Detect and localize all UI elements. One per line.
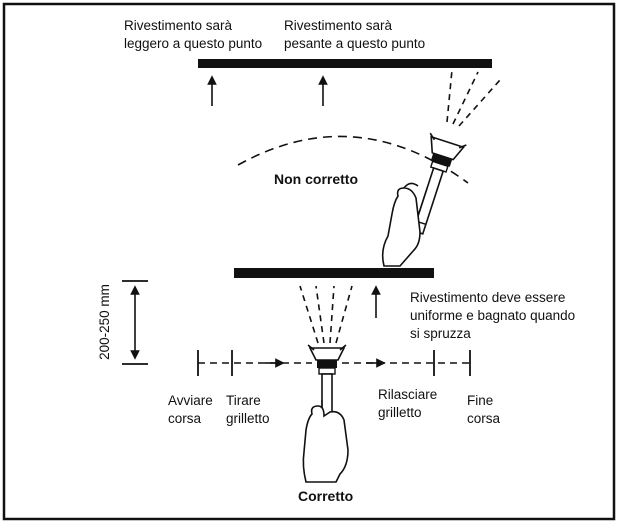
step-pull-line1: Tirare [226, 393, 261, 408]
heavy-coating-label-line2: pesante a questo punto [284, 36, 425, 51]
step-release-line1: Rilasciare [378, 387, 437, 402]
heavy-coating-label-line1: Rivestimento sarà [284, 18, 393, 33]
light-coating-label-line1: Rivestimento sarà [124, 18, 233, 33]
uniform-label-line1: Rivestimento deve essere [410, 290, 565, 305]
step-end-line1: Fine [467, 393, 493, 408]
diagram-border [2, 2, 616, 521]
light-coating-label-line2: leggero a questo punto [124, 36, 262, 51]
spray-gun-incorrect-icon [412, 132, 467, 235]
hand-correct-icon [302, 405, 349, 483]
uniform-label-line2: uniforme e bagnato quando [410, 308, 575, 323]
distance-label: 200-250 mm [97, 284, 112, 360]
step-end-line2: corsa [467, 411, 501, 426]
step-start-line2: corsa [168, 411, 202, 426]
step-release-line2: grilletto [378, 405, 422, 420]
hand-incorrect-icon [381, 182, 421, 267]
surface-bar-bottom [234, 268, 434, 278]
uniform-label-line3: si spruzza [410, 326, 471, 341]
step-start-line1: Avviare [168, 393, 213, 408]
spray-gun-correct-icon [307, 344, 347, 445]
step-pull-line2: grilletto [226, 411, 270, 426]
spray-fan-correct [299, 285, 353, 344]
caption-incorrect: Non corretto [274, 171, 358, 187]
spray-fan-incorrect [446, 69, 501, 127]
surface-bar-top [198, 59, 492, 68]
caption-correct: Corretto [298, 488, 353, 504]
